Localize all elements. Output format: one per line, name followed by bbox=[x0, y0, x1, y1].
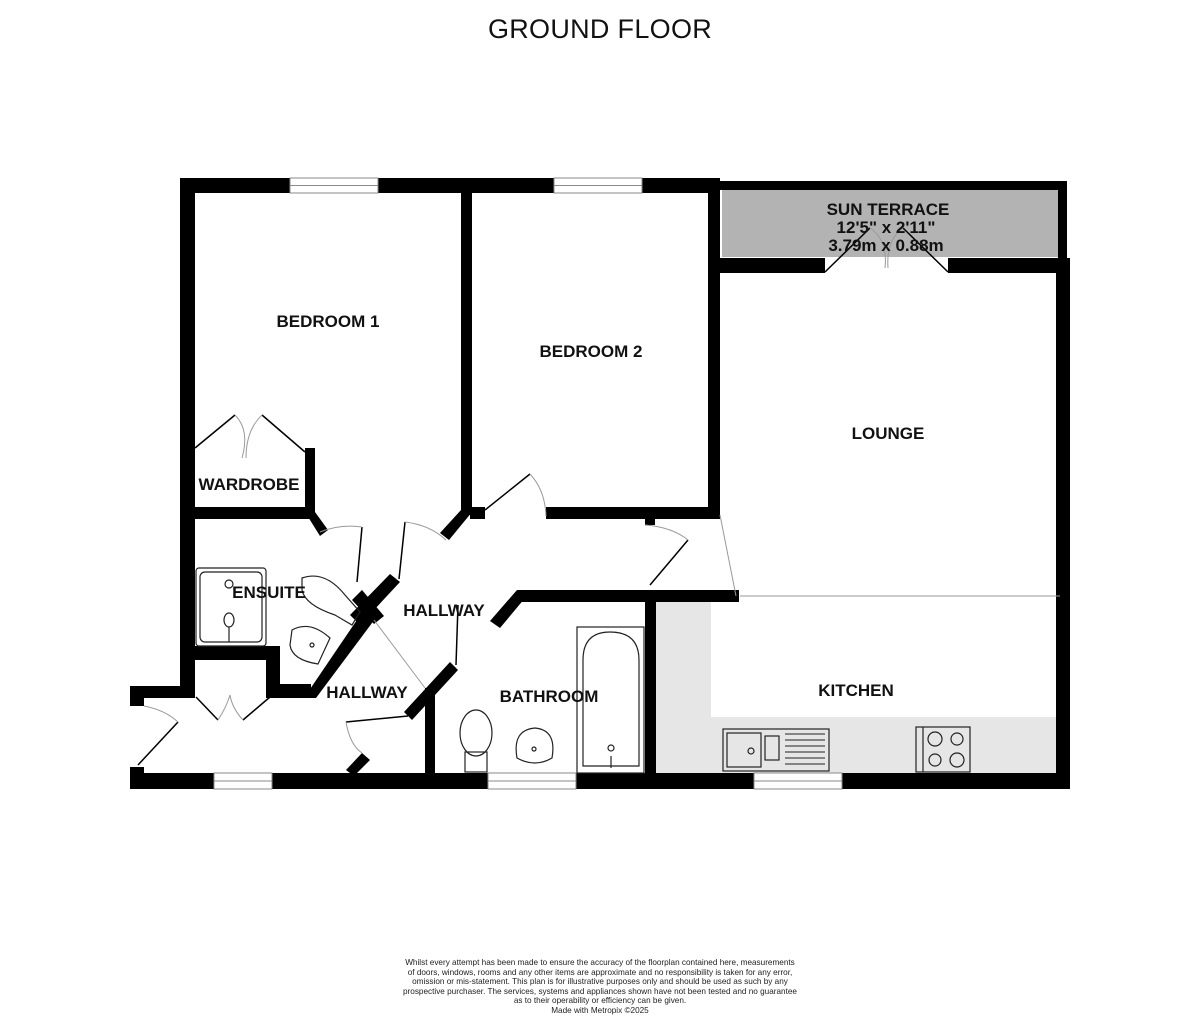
metropix-credit: Made with Metropix ©2025 bbox=[551, 1005, 649, 1015]
fixtures bbox=[195, 567, 971, 774]
disclaimer-line: omission or mis-statement. This plan is … bbox=[412, 977, 788, 987]
disclaimer: Whilst every attempt has been made to en… bbox=[380, 958, 820, 1016]
room-label-sun-terrace: SUN TERRACE bbox=[827, 200, 950, 219]
room-label-kitchen: KITCHEN bbox=[818, 681, 894, 700]
room-label-bathroom: BATHROOM bbox=[500, 687, 599, 706]
sink-icon bbox=[722, 728, 830, 772]
disclaimer-line: Whilst every attempt has been made to en… bbox=[405, 958, 795, 967]
room-label-hallway-lower: HALLWAY bbox=[326, 683, 408, 702]
disclaimer-line: as to their operability or efficiency ca… bbox=[513, 996, 687, 1006]
disclaimer-line: of doors, windows, rooms and any other i… bbox=[407, 967, 793, 977]
room-label-ensuite: ENSUITE bbox=[232, 583, 306, 602]
sun-terrace-imperial: 12'5" x 2'11" bbox=[837, 218, 936, 237]
hob-icon bbox=[915, 726, 971, 773]
windows bbox=[213, 177, 843, 790]
sun-terrace bbox=[714, 181, 1067, 259]
basin-icon bbox=[515, 727, 554, 764]
room-label-lounge: LOUNGE bbox=[852, 424, 925, 443]
floor-title: GROUND FLOOR bbox=[487, 14, 713, 44]
room-label-wardrobe: WARDROBE bbox=[198, 475, 299, 494]
toilet-icon bbox=[459, 709, 493, 773]
sun-terrace-metric: 3.79m x 0.88m bbox=[828, 236, 943, 255]
room-label-bedroom-1: BEDROOM 1 bbox=[277, 312, 380, 331]
room-label-hallway-upper: HALLWAY bbox=[403, 601, 485, 620]
doors bbox=[137, 227, 1060, 766]
shower-icon bbox=[195, 567, 267, 647]
toilet-icon bbox=[301, 575, 361, 626]
bath-icon bbox=[576, 626, 645, 774]
room-label-bedroom-2: BEDROOM 2 bbox=[540, 342, 643, 361]
disclaimer-line: prospective purchaser. The services, sys… bbox=[402, 986, 797, 996]
basin-icon bbox=[289, 625, 331, 665]
